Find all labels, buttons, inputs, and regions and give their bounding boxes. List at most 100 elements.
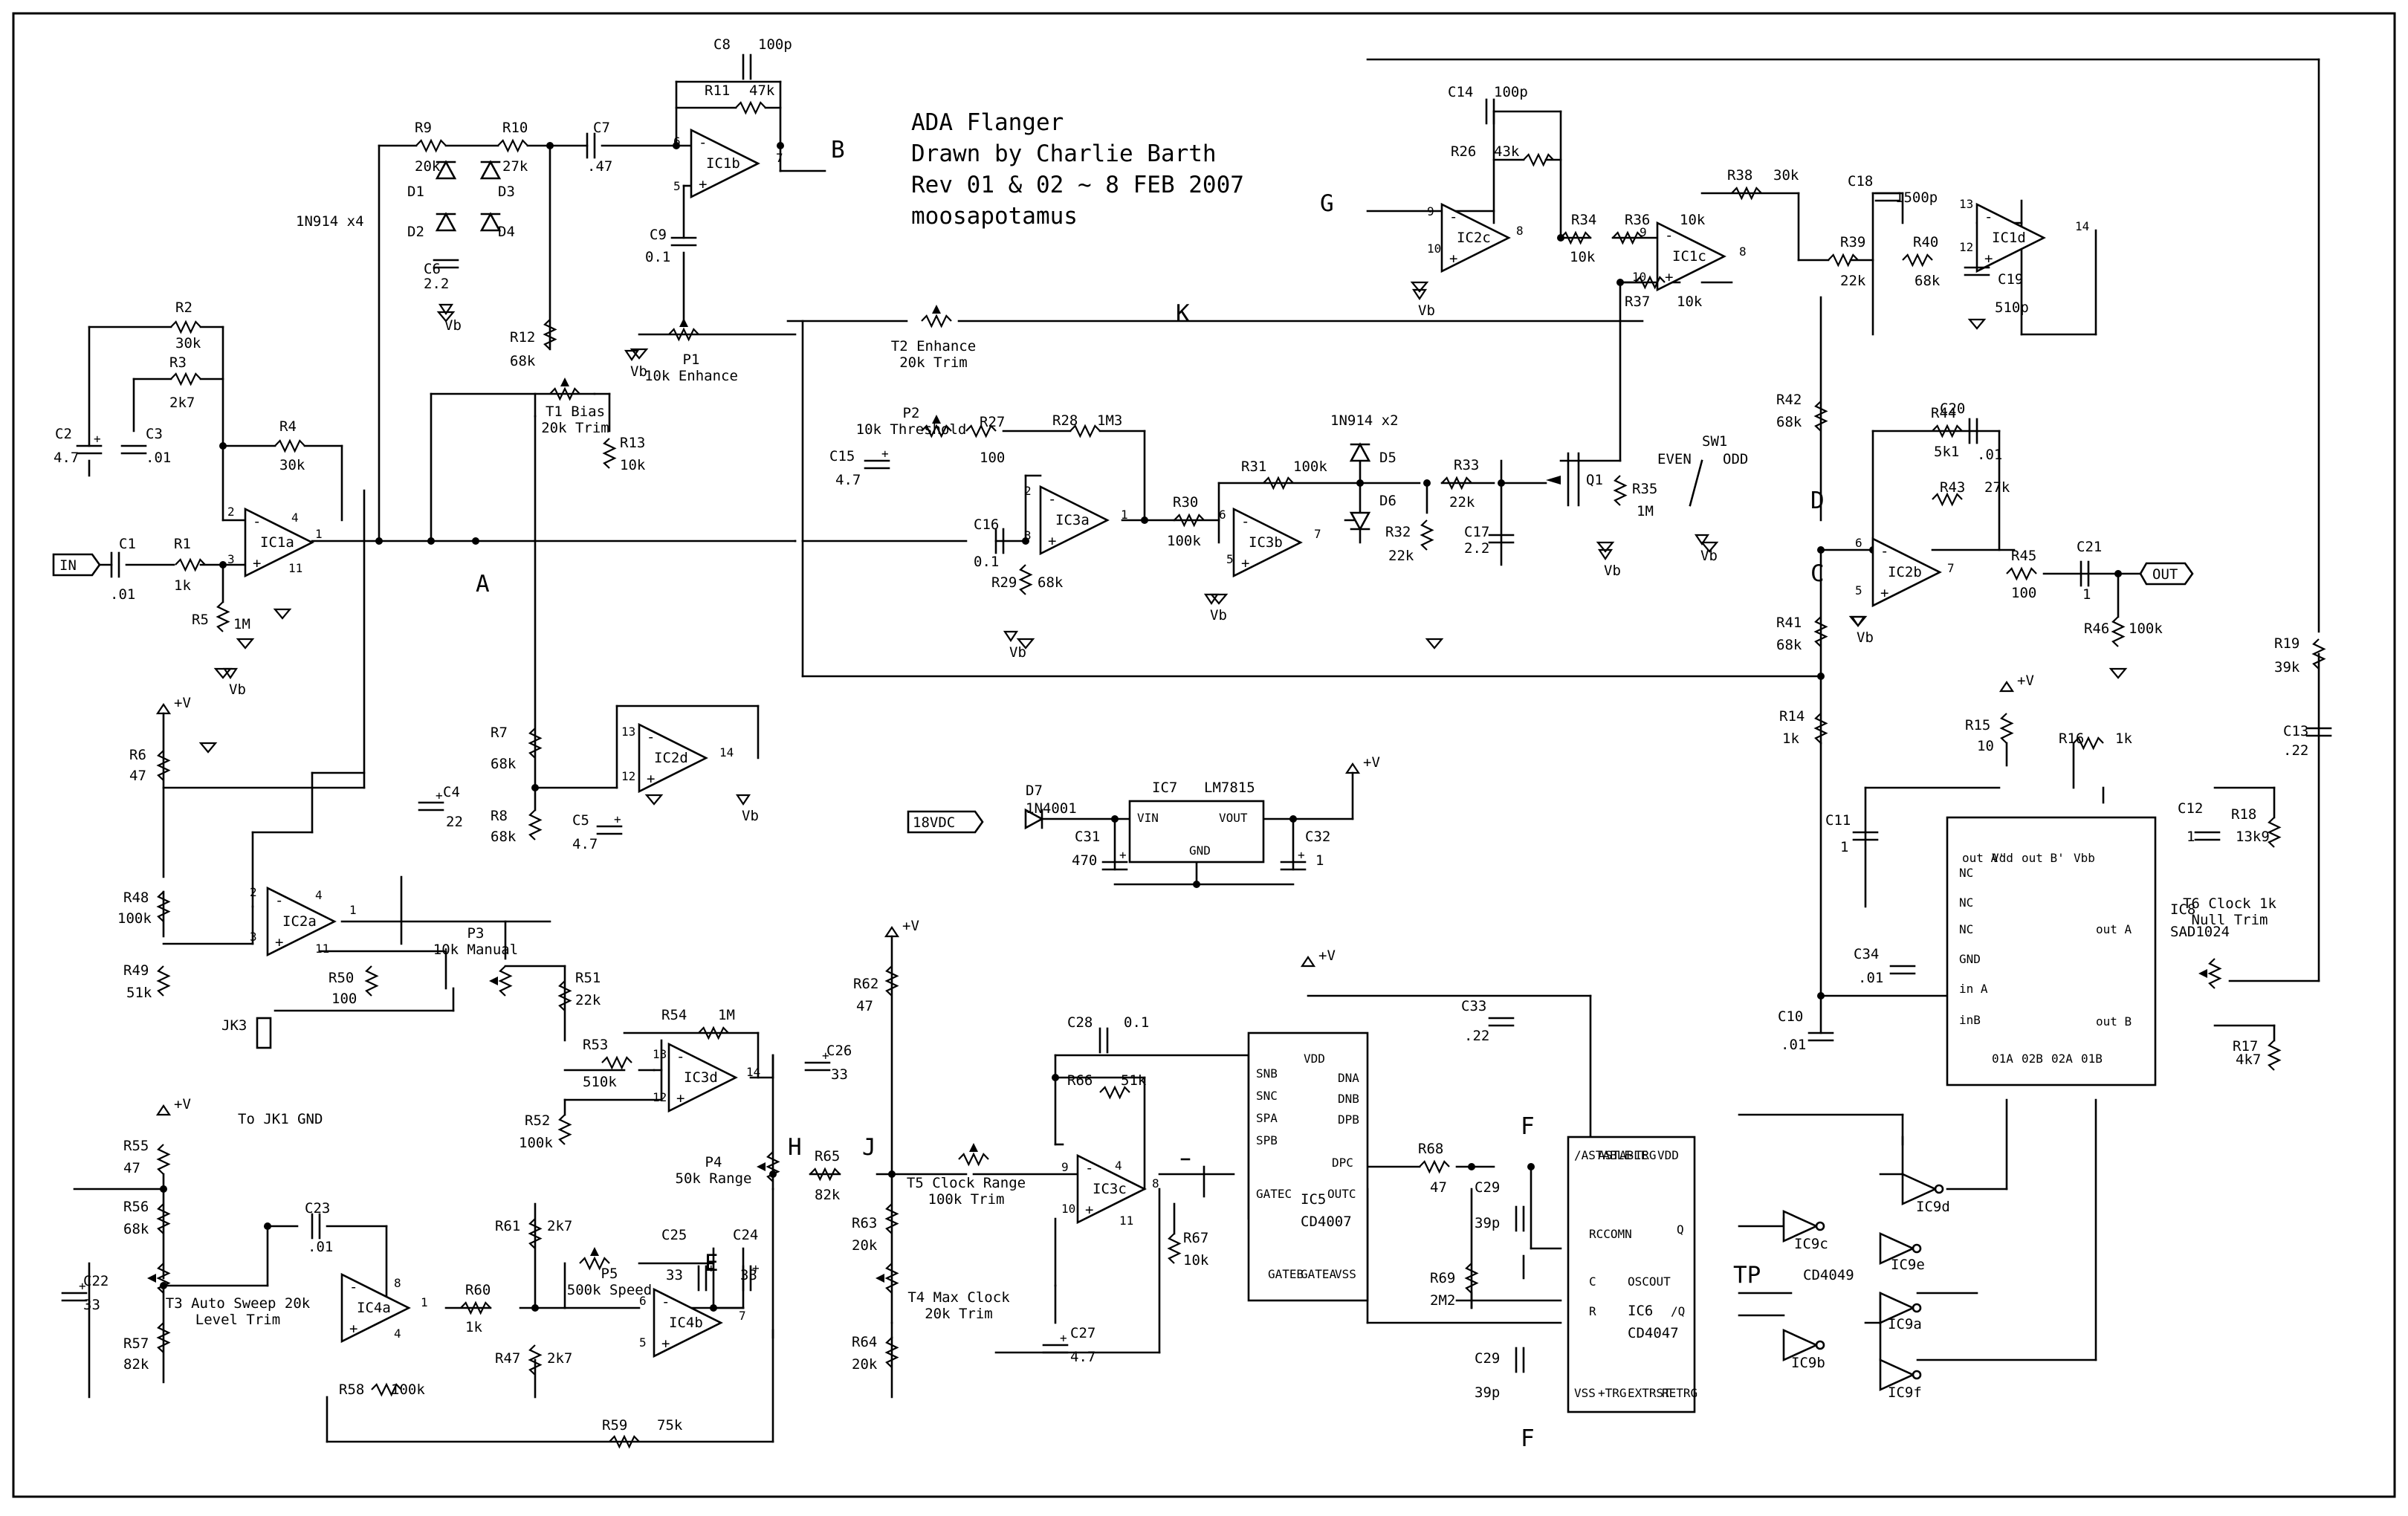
ref-t5: T5 Clock Range: [907, 1175, 1026, 1191]
value-p2: 10k Threshold: [856, 421, 967, 438]
pin-number: 11: [1119, 1214, 1133, 1228]
value-r18: 13k9: [2236, 829, 2270, 845]
ground-symbol: [1016, 638, 1035, 650]
value-c26: 33: [831, 1066, 848, 1083]
ic8-pin: 01B: [2081, 1052, 2103, 1066]
value-r14: 1k: [1782, 731, 1799, 747]
inverting-mark: -: [647, 729, 655, 745]
value-r26: 43k: [1494, 143, 1520, 160]
note-1n914-x2: 1N914 x2: [1330, 412, 1399, 429]
noninverting-mark: +: [1665, 269, 1673, 285]
ic6-pin: RETRG: [1662, 1386, 1697, 1400]
ref-ic7: IC7: [1152, 780, 1177, 796]
ref-d6: D6: [1379, 493, 1396, 509]
ic6-pin: /ASTABLE: [1574, 1148, 1631, 1162]
ref-r44: R44: [1931, 405, 1956, 421]
value-r58: 100k: [391, 1381, 425, 1398]
junction-dot: [1817, 546, 1825, 554]
ref-ic3c: IC3c: [1093, 1181, 1127, 1197]
ref-r60: R60: [465, 1282, 491, 1298]
ic6-part: CD4047: [1628, 1325, 1679, 1341]
junction-dot: [427, 537, 435, 545]
diode-d2: D2: [407, 212, 457, 240]
ref-p5: P5: [601, 1266, 618, 1282]
junction-dot: [546, 142, 554, 149]
ic8-pin: 02B: [2022, 1052, 2043, 1066]
value-t2: 20k Trim: [899, 354, 968, 371]
transistor-q1: Q1: [1546, 452, 1603, 507]
value-c23: .01: [308, 1239, 333, 1255]
ref-r1: R1: [174, 536, 191, 552]
pin-number: 6: [639, 1294, 647, 1308]
ref-ic4b: IC4b: [669, 1315, 703, 1331]
ref-r56: R56: [123, 1199, 149, 1215]
value-c9: 0.1: [645, 249, 670, 265]
pin-number: 5: [1855, 583, 1862, 597]
ref-p3: P3: [467, 925, 485, 942]
out-port-label: OUT: [2152, 566, 2178, 583]
inverting-mark: -: [1449, 209, 1457, 225]
value-r19: 39k: [2274, 659, 2300, 676]
ic6-pin: OSCOUT: [1628, 1274, 1671, 1289]
inverting-mark: -: [1048, 491, 1056, 508]
ic5-pin: GATEC: [1256, 1187, 1292, 1201]
ic8-pin: out A': [1962, 851, 2005, 865]
ref-c18: C18: [1848, 173, 1873, 190]
value-t6: Null Trim: [2192, 912, 2268, 928]
pin-number: 1: [1121, 508, 1128, 522]
pot-p1: P1 10k Enhance: [644, 318, 738, 384]
ic8-pin: in A: [1959, 982, 1988, 996]
pin-number: 12: [653, 1090, 667, 1104]
pin-number: 14: [746, 1065, 760, 1079]
value-c31: 470: [1072, 852, 1097, 869]
opamp-ic1b: -+IC1b: [690, 128, 760, 199]
ref-c10: C10: [1778, 1008, 1803, 1025]
ref-c16: C16: [974, 516, 999, 533]
pot-p5: P5 500k Speed: [567, 1247, 652, 1298]
inverter-ic9f: IC9f: [1879, 1358, 1922, 1401]
note-1n914-x4: 1N914 x4: [296, 213, 364, 230]
noninverting-mark: +: [647, 771, 655, 787]
ref-ic8: IC8: [2170, 901, 2195, 918]
polarity-mark: +: [1119, 848, 1127, 862]
ref-r11: R11: [705, 82, 730, 99]
polarity-mark: +: [1060, 1331, 1067, 1345]
value-r27: 100: [980, 450, 1005, 466]
ref-ic2d: IC2d: [654, 750, 688, 766]
ic6-pin: +TRG: [1598, 1386, 1627, 1400]
ic8-pin: out A: [2096, 922, 2132, 936]
value-r7: 68k: [491, 756, 517, 772]
net-label-f-2: F: [1521, 1425, 1535, 1452]
opamp-ic1d: -+IC1d: [1975, 202, 2046, 273]
vb-label: Vb: [1009, 644, 1026, 661]
ref-r47: R47: [495, 1350, 520, 1367]
pin-number: 6: [673, 135, 681, 149]
ref-r50: R50: [328, 970, 354, 986]
ref-r30: R30: [1173, 494, 1198, 511]
ref-jk3: JK3: [221, 1017, 247, 1034]
pin-number: 1: [421, 1295, 428, 1309]
inverting-mark: -: [253, 514, 261, 530]
ic8-pin: out B': [2022, 851, 2065, 865]
sw1-odd: ODD: [1723, 451, 1748, 467]
in-port-label: IN: [59, 557, 77, 574]
ic7-pin: VOUT: [1219, 811, 1248, 825]
ref-r14: R14: [1779, 708, 1805, 725]
vb-rail: Vb: [438, 303, 462, 334]
ic5-pin: OUTC: [1327, 1187, 1356, 1201]
